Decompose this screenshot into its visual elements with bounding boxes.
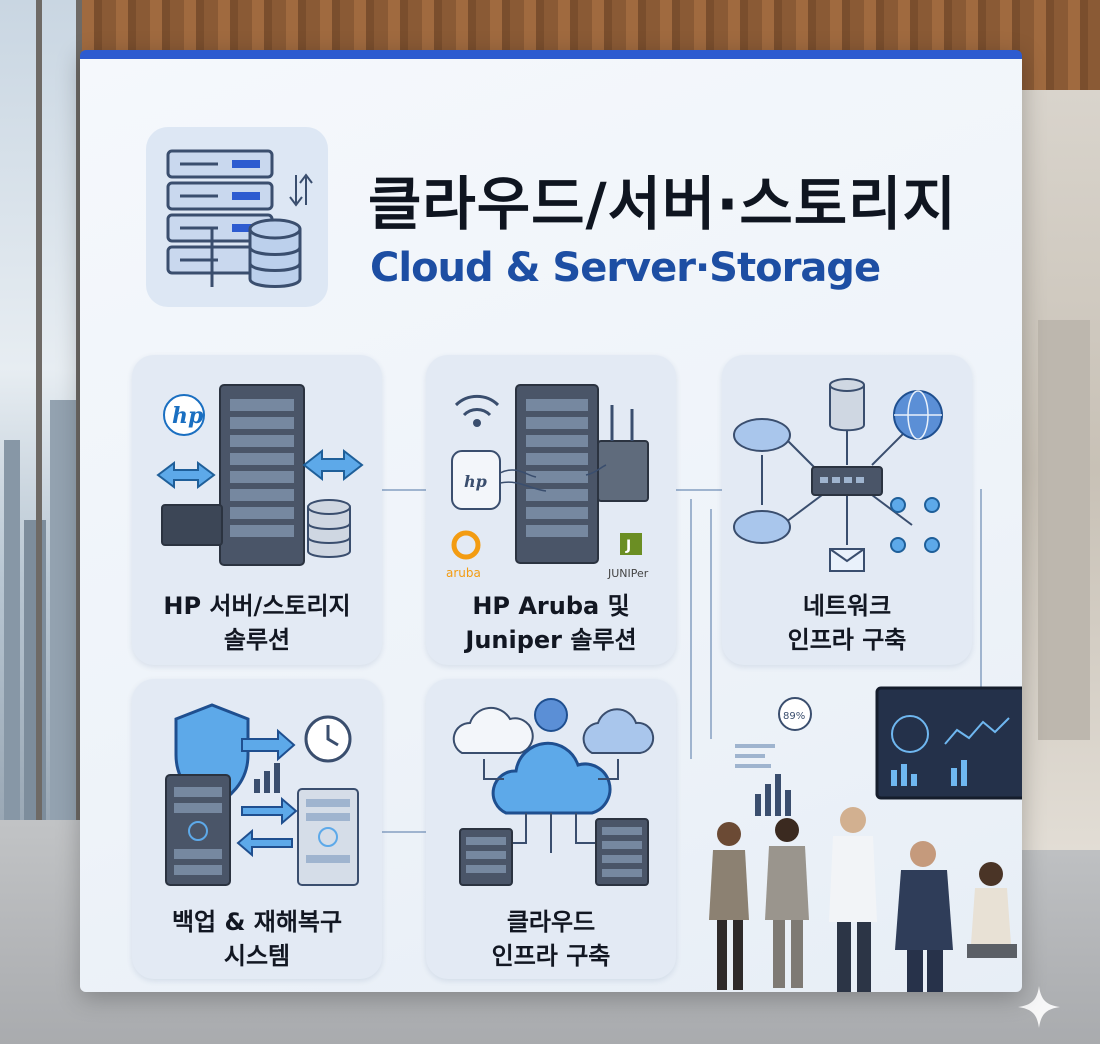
card-cloud-infra[interactable]: 클라우드 인프라 구축 [426, 679, 676, 979]
window-frame [76, 0, 82, 820]
aruba-logo: aruba [446, 566, 481, 580]
card-label-line: Juniper 솔루션 [465, 626, 637, 654]
person [967, 862, 1017, 958]
concrete-column [1038, 320, 1090, 740]
aruba-juniper-network-icon: hp aruba J JUNIPer [446, 384, 649, 580]
backup-recovery-icon [165, 703, 359, 886]
card-label: 백업 & 재해복구 시스템 [132, 905, 382, 973]
person [709, 822, 749, 990]
connector-line [690, 499, 692, 759]
cloud-infrastructure-icon [452, 698, 655, 886]
skyscraper [4, 440, 20, 820]
connector-line [980, 489, 982, 699]
card-network-infra[interactable]: 네트워크 인프라 구축 [722, 355, 972, 665]
card-label: HP Aruba 및 Juniper 솔루션 [426, 589, 676, 657]
server-database-icon [146, 127, 328, 307]
person [829, 807, 877, 992]
sparkle-icon [1018, 986, 1060, 1028]
window-frame [36, 0, 42, 820]
network-topology-icon [733, 378, 943, 572]
card-label: HP 서버/스토리지 솔루션 [132, 589, 382, 657]
main-panel: 클라우드/서버·스토리지 Cloud & Server·Storage hp [80, 50, 1022, 992]
svg-text:J: J [625, 538, 631, 554]
card-label-line: 인프라 구축 [787, 626, 907, 654]
person [765, 818, 809, 988]
dashboard-screen [875, 686, 1022, 800]
team-meeting-illustration: 89% [695, 674, 1022, 992]
hp-logo: hp [172, 403, 204, 429]
page-title: 클라우드/서버·스토리지 [368, 170, 957, 238]
skyscraper [24, 520, 46, 820]
card-label-line: 백업 & 재해복구 [171, 908, 343, 936]
hp-server-storage-icon: hp [156, 384, 364, 566]
card-label-line: 네트워크 [802, 592, 892, 620]
card-hp-server-storage[interactable]: hp HP 서버/스토리지 솔루션 [132, 355, 382, 665]
connector-line [710, 509, 712, 739]
card-aruba-juniper[interactable]: hp aruba J JUNIPer HP Aruba 및 Juniper 솔루… [426, 355, 676, 665]
percent-gauge [778, 697, 812, 731]
card-backup-recovery[interactable]: 백업 & 재해복구 시스템 [132, 679, 382, 979]
connector-line [676, 489, 726, 491]
city-window [0, 0, 82, 820]
card-label-line: 솔루션 [223, 626, 291, 654]
card-label-line: HP Aruba 및 [472, 592, 630, 620]
skyscraper [50, 400, 76, 820]
card-label-line: 시스템 [223, 942, 291, 970]
card-label-line: HP 서버/스토리지 [163, 592, 351, 620]
svg-text:hp: hp [464, 472, 487, 491]
card-label: 클라우드 인프라 구축 [426, 905, 676, 973]
juniper-logo: JUNIPer [607, 567, 649, 580]
card-label-line: 클라우드 [506, 908, 596, 936]
percent-value: 89% [783, 711, 805, 722]
card-label: 네트워크 인프라 구축 [722, 589, 972, 657]
page-subtitle: Cloud & Server·Storage [370, 245, 881, 291]
card-label-line: 인프라 구축 [491, 942, 611, 970]
connector-line [380, 831, 430, 833]
person [895, 841, 953, 992]
connector-line [380, 489, 430, 491]
